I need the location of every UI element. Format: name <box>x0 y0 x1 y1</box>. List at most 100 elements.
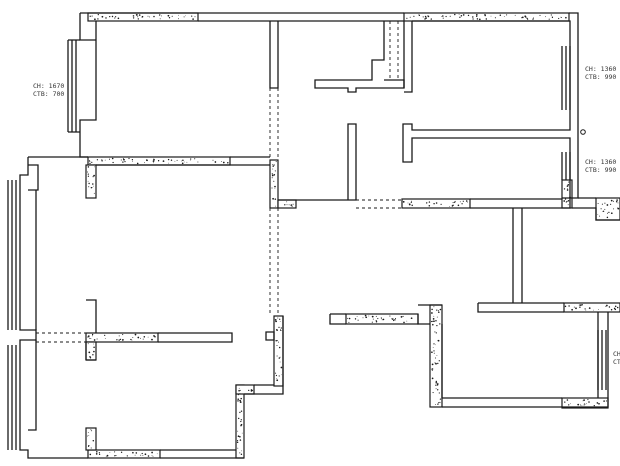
hatch-dot <box>93 185 94 187</box>
hatch-dot <box>143 336 146 338</box>
hatch-dot <box>545 16 546 18</box>
hatch-dot <box>88 445 90 447</box>
hatch-dot <box>587 399 589 401</box>
hatch-dot <box>278 357 281 359</box>
hatch-dot <box>467 201 468 203</box>
hatch-dot <box>112 161 114 164</box>
hatch-dot <box>430 18 432 20</box>
hatch-dot <box>239 401 242 403</box>
wall-corridor-bottom <box>470 197 620 221</box>
hatch-dot <box>403 321 405 324</box>
hatch-dot <box>90 447 92 449</box>
hatch-dot <box>284 204 286 206</box>
hatch-dot <box>141 452 143 455</box>
hatch-dot <box>452 204 454 207</box>
dashed-opening-closet <box>356 199 402 209</box>
hatch-dot <box>583 403 585 404</box>
hatch-dot <box>558 17 560 20</box>
wall-upper-left-room <box>79 21 97 158</box>
hatch-dot <box>584 403 586 405</box>
hatch-dot <box>238 387 240 389</box>
hatch-dot <box>114 17 116 19</box>
hatch-dot <box>406 320 408 322</box>
hatch-dot <box>604 202 606 204</box>
hatch-dot <box>356 316 358 318</box>
hatch-dot <box>598 402 600 405</box>
hatch-dot <box>89 162 91 165</box>
hatch-dot <box>411 200 412 202</box>
hatch-dot <box>170 159 173 161</box>
hatch-dot <box>236 441 239 443</box>
hatch-dot <box>97 13 99 16</box>
wall-closet-vertical <box>278 123 357 201</box>
hatch-dot <box>189 159 191 161</box>
hatch-dot <box>151 338 153 341</box>
hatch-dot <box>88 435 90 436</box>
hatch-dot <box>272 168 274 170</box>
hatch-dot <box>183 161 185 163</box>
hatch-dot <box>124 161 126 163</box>
hatch-dot <box>614 305 617 308</box>
hatch-dot <box>276 329 278 331</box>
hatch-dot <box>191 15 193 17</box>
hatch-dot <box>168 162 170 164</box>
hatch-dot <box>273 174 276 176</box>
hatch-dot <box>581 304 583 306</box>
hatch-dot <box>93 174 95 177</box>
hatch-dot <box>550 14 552 16</box>
hatch-dot <box>402 315 404 317</box>
hatch-dot <box>123 158 125 161</box>
hatch-dot <box>514 14 516 16</box>
hatch-dot <box>197 161 199 163</box>
hatch-dot <box>182 159 184 162</box>
hatch-dot <box>280 374 282 376</box>
hatch-dot <box>435 344 436 346</box>
hatch-dot <box>357 319 359 321</box>
hatch-dot <box>437 389 439 391</box>
hatch-dot <box>472 16 474 18</box>
hatch-dot <box>136 162 139 165</box>
concrete-wall-step-upper <box>273 315 284 387</box>
hatch-dot <box>407 202 409 204</box>
hatch-dot <box>578 304 580 306</box>
hatch-dot <box>424 18 426 20</box>
hatch-dot <box>588 307 591 309</box>
hatch-dot <box>428 201 431 203</box>
hatch-dot <box>442 15 444 17</box>
hatch-dot <box>90 186 93 189</box>
hatch-dot <box>437 362 439 365</box>
hatch-dot <box>465 200 468 202</box>
hatch-dot <box>280 330 282 331</box>
hatch-dot <box>132 17 135 19</box>
hatch-dot <box>109 452 111 453</box>
hatch-dot <box>539 14 541 16</box>
hatch-dot <box>278 346 281 349</box>
hatch-dot <box>122 334 124 336</box>
hatch-dot <box>183 16 185 18</box>
hatch-dot <box>275 372 277 374</box>
hatch-dot <box>292 203 294 205</box>
wall-lower-middle <box>329 304 442 325</box>
hatch-dot <box>521 16 524 19</box>
hatch-dot <box>87 180 89 182</box>
hatch-dot <box>476 18 479 20</box>
hatch-dot <box>237 430 239 432</box>
concrete-wall-step-column <box>235 384 245 459</box>
hatch-dot <box>153 159 155 161</box>
hatch-dot <box>613 208 615 210</box>
hatch-dot <box>410 317 413 320</box>
hatch-dot <box>144 453 147 456</box>
hatch-dot <box>279 361 281 363</box>
hatch-dot <box>96 159 99 161</box>
hatch-dot <box>580 404 582 406</box>
hatch-dot <box>92 183 94 185</box>
hatch-dot <box>238 417 240 420</box>
hatch-dot <box>377 318 379 320</box>
hatch-dot <box>240 423 243 426</box>
hatch-dot <box>104 338 106 340</box>
hatch-dot <box>106 455 109 457</box>
hatch-dot <box>391 318 393 320</box>
hatch-dot <box>146 159 148 162</box>
hatch-dot <box>277 317 279 319</box>
hatch-dot <box>88 351 91 354</box>
